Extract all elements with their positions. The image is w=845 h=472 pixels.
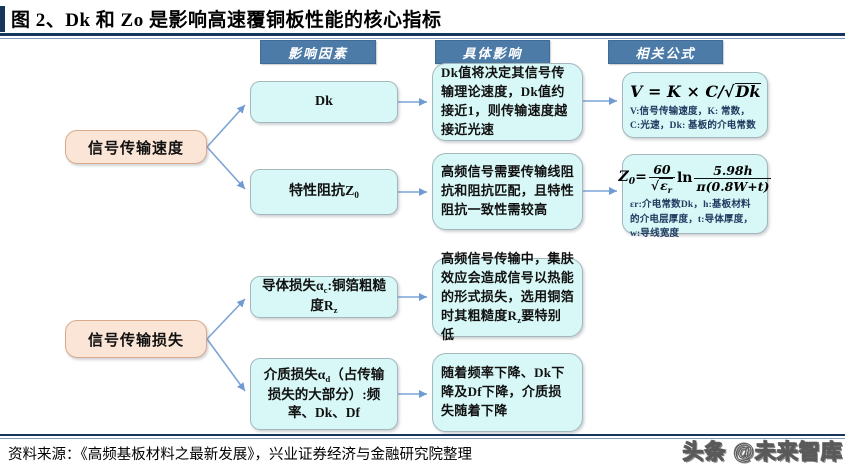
footer-rule-thin (0, 438, 845, 439)
title-accent-bar (0, 6, 5, 32)
source-node-label: 信号传输损失 (87, 332, 184, 349)
factor-node-conductor-loss: 导体损失αc:铜箔粗糙度Rz (250, 276, 398, 318)
impact-text: 高频信号需要传输线阻抗和阻抗匹配，且特性阻抗一致性需较高 (441, 164, 575, 217)
title-rule-thick (0, 33, 845, 36)
impact-text: Dk值将决定其信号传输理论速度，Dk值约接近1，则传输速度越接近光速 (441, 65, 568, 137)
impact-node-dk: Dk值将决定其信号传输理论速度，Dk值约接近1，则传输速度越接近光速 (432, 63, 583, 141)
impact-node-conductor-loss: 高频信号传输中，集肤效应会造成信号以热能的形式损失，选用铜箔时其粗糙度Rz要特别… (432, 251, 583, 342)
column-header-factors: 影响因素 (260, 40, 376, 64)
factor-label: 特性阻抗Z0 (289, 183, 359, 200)
figure-title: 图 2、Dk 和 Zo 是影响高速覆铜板性能的核心指标 (11, 10, 442, 31)
watermark-toutiao: 头条 @未来智库 (682, 440, 843, 464)
source-node-signal-speed: 信号传输速度 (65, 130, 207, 164)
factor-label: 导体损失αc:铜箔粗糙度Rz (262, 278, 386, 316)
source-node-signal-loss: 信号传输损失 (65, 320, 207, 358)
source-node-label: 信号传输速度 (87, 140, 184, 157)
impact-node-impedance: 高频信号需要传输线阻抗和阻抗匹配，且特性阻抗一致性需较高 (432, 153, 583, 230)
source-attribution: 资料来源：《高频基板材料之最新发展》，兴业证券经济与金融研究院整理 (8, 447, 472, 463)
column-header-formula: 相关公式 (608, 40, 723, 64)
formula-impedance-note: εr:介电常数Dk，h:基板材料的介电层厚度，t:导体厚度，w:导线宽度 (630, 200, 754, 239)
factor-label: 介质损失αd（占传输损失的大部分）:频率、Dk、Df (263, 366, 385, 420)
factor-label: Dk (315, 93, 333, 109)
factor-node-dk: Dk (250, 81, 398, 123)
factor-node-dielectric-loss: 介质损失αd（占传输损失的大部分）:频率、Dk、Df (250, 358, 398, 430)
factor-node-impedance: 特性阻抗Z0 (250, 169, 398, 215)
column-header-impact: 具体影响 (435, 40, 550, 64)
title-rule-thin (0, 38, 845, 39)
impact-text: 随着频率下降、Dk下降及Df下降，介质损失随着下降 (441, 365, 565, 418)
footer-rule-thick (0, 434, 845, 436)
formula-speed-note: V:信号传输速度，K: 常数，C:光速，Dk: 基板的介电常数 (630, 107, 756, 132)
formula-speed-equation: V = K × C/√Dk (630, 82, 762, 101)
impact-node-dielectric-loss: 随着频率下降、Dk下降及Df下降，介质损失随着下降 (432, 353, 583, 432)
formula-node-speed: V = K × C/√Dk V:信号传输速度，K: 常数，C:光速，Dk: 基板… (622, 72, 768, 138)
impact-text: 高频信号传输中，集肤效应会造成信号以热能的形式损失，选用铜箔时其粗糙度Rz要特别… (441, 251, 575, 342)
